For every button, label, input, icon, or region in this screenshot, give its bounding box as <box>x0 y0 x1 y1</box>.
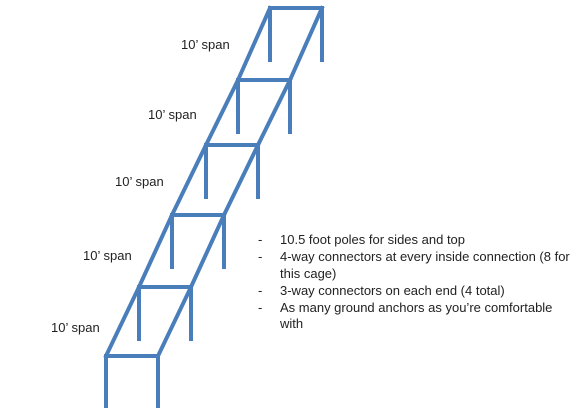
span-label-4: 10’ span <box>83 248 132 263</box>
span-label-1: 10’ span <box>181 37 230 52</box>
side-pole-right-1 <box>155 284 194 359</box>
side-pole-right-2 <box>188 212 227 290</box>
side-pole-right-5 <box>287 5 325 83</box>
side-pole-left-5 <box>235 5 273 83</box>
notes-item-text: 3-way connectors on each end (4 total) <box>280 282 505 298</box>
side-pole-right-3 <box>221 142 261 218</box>
list-bullet: - <box>258 299 263 315</box>
list-bullet: - <box>258 249 263 264</box>
notes-item-poles: - 10.5 foot poles for sides and top <box>258 232 576 249</box>
materials-notes-list: - 10.5 foot poles for sides and top - 4-… <box>258 232 576 333</box>
side-pole-left-1 <box>103 284 142 359</box>
notes-item-three-way: - 3-way connectors on each end (4 total) <box>258 283 576 300</box>
notes-item-anchors: - As many ground anchors as you’re comfo… <box>258 300 576 333</box>
side-pole-left-4 <box>203 77 241 148</box>
side-pole-left-2 <box>136 212 175 290</box>
span-label-3: 10’ span <box>115 174 164 189</box>
notes-item-text: As many ground anchors as you’re comfort… <box>280 299 553 332</box>
span-label-5: 10’ span <box>51 320 100 335</box>
notes-item-text: 10.5 foot poles for sides and top <box>280 232 466 247</box>
list-bullet: - <box>258 282 263 298</box>
side-pole-right-4 <box>255 77 293 148</box>
span-label-2: 10’ span <box>148 107 197 122</box>
notes-item-four-way: - 4-way connectors at every inside conne… <box>258 249 576 282</box>
list-bullet: - <box>258 232 263 247</box>
side-pole-left-3 <box>169 142 209 218</box>
notes-item-text: 4-way connectors at every inside connect… <box>280 249 570 281</box>
